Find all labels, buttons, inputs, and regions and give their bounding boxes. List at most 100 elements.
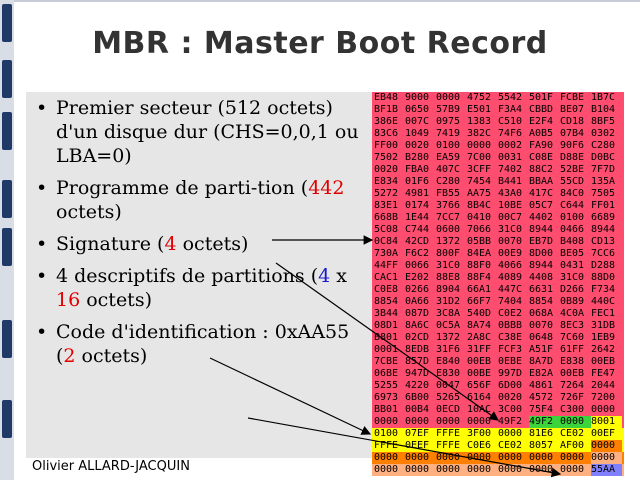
hex-word: 0000	[374, 452, 399, 463]
hex-word: 0031	[498, 152, 523, 163]
hex-word: 1383	[467, 116, 492, 127]
hex-word: 84EA	[467, 248, 492, 259]
hex-word: 31FF	[467, 344, 492, 355]
hex-word: 0266	[405, 284, 430, 295]
hex-word: 4402	[529, 212, 554, 223]
hex-word: 02CD	[405, 332, 430, 343]
hex-word: AF00	[560, 440, 585, 451]
hex-word: 83C6	[374, 128, 399, 139]
content-panel: • Premier secteur (512 octets) d'un disqu…	[26, 92, 372, 458]
hex-word: 0020	[374, 164, 399, 175]
hex-word: 8944	[529, 260, 554, 271]
hex-word: 0000	[436, 452, 461, 463]
hex-word: 4981	[405, 188, 430, 199]
hex-word: 7454	[467, 176, 492, 187]
left-bar-block	[2, 228, 12, 266]
hex-word: 5272	[374, 188, 399, 199]
hex-word: 0000	[374, 464, 399, 475]
hex-word: 0C5A	[436, 320, 461, 331]
hex-word: FE47	[591, 368, 616, 379]
hex-word: 087D	[405, 308, 430, 319]
hex-word: 1E44	[405, 212, 430, 223]
hex-word: 88F4	[467, 272, 492, 283]
bullet-text: Premier secteur (512 octets) d'un disque…	[56, 97, 359, 167]
hex-word: 0431	[560, 260, 585, 271]
bullet-dot: •	[36, 97, 48, 119]
hex-word: 7F7D	[591, 164, 616, 175]
hex-word: 31C0	[498, 224, 523, 235]
hex-word: EB48	[374, 92, 399, 103]
hex-word: 10AC	[467, 404, 492, 415]
hex-word: 7066	[467, 224, 492, 235]
hex-word: 05C7	[529, 200, 554, 211]
hex-word: 0100	[560, 212, 585, 223]
hex-word: 726F	[560, 392, 585, 403]
hex-word: 6164	[467, 392, 492, 403]
hex-word: FFFE	[374, 440, 399, 451]
hex-word: 3B44	[374, 308, 399, 319]
hex-word: 7404	[498, 296, 523, 307]
hex-word: 81E6	[529, 428, 554, 439]
left-bar-block	[2, 4, 12, 42]
hex-word: 4C0A	[560, 308, 585, 319]
hex-word: D266	[560, 284, 585, 295]
hex-word: 31F6	[436, 344, 461, 355]
hex-word: CAC1	[374, 272, 399, 283]
slide-title: MBR : Master Boot Record	[92, 26, 548, 61]
hex-word: CBBD	[529, 104, 554, 115]
hex-word: 0000	[498, 464, 523, 475]
hex-word: 05BB	[467, 236, 492, 247]
bullet-text: 2	[63, 345, 76, 367]
hex-word: 75F4	[529, 404, 554, 415]
hex-word: 0000	[560, 464, 585, 475]
hex-word: FFFE	[436, 440, 461, 451]
hex-word: 0000	[467, 452, 492, 463]
hex-word: 1372	[436, 236, 461, 247]
hex-word: 135A	[591, 176, 616, 187]
hex-word: B801	[374, 332, 399, 343]
hex-word: 8EDB	[405, 344, 430, 355]
hex-word: 7419	[436, 128, 461, 139]
hex-word: 0BBB	[498, 320, 523, 331]
hex-word: 7C00	[467, 152, 492, 163]
hex-word: 44FF	[374, 260, 399, 271]
hex-word: 7C60	[560, 332, 585, 343]
hex-word: 8944	[591, 224, 616, 235]
author-footer: Olivier ALLARD-JACQUIN	[32, 459, 190, 474]
hex-word: FEC1	[591, 308, 616, 319]
hex-word: 7502	[374, 152, 399, 163]
hex-word: 7CC7	[436, 212, 461, 223]
hex-word: 8904	[436, 284, 461, 295]
hex-word: 0000	[374, 416, 399, 427]
hex-word: 1372	[436, 332, 461, 343]
bullet-text: Signature (	[56, 233, 165, 255]
hex-word: 2A8C	[467, 332, 492, 343]
bullet-text: octets)	[80, 289, 152, 311]
hex-word: 1B7C	[591, 92, 616, 103]
hex-word: 0174	[405, 200, 430, 211]
hex-word: 8A7D	[529, 356, 554, 367]
hex-word: C0E2	[498, 308, 523, 319]
hex-word: 0002	[498, 140, 523, 151]
hex-word: FA90	[529, 140, 554, 151]
hex-word: 66F7	[467, 296, 492, 307]
hex-word: 0000	[405, 416, 430, 427]
hex-word: 8001	[591, 416, 622, 428]
bullet-item: •Programme de parti-tion (442 octets)	[32, 176, 366, 224]
hex-word: 88E8	[436, 272, 461, 283]
hex-word: EA59	[436, 152, 461, 163]
hex-word: C0E6	[467, 440, 492, 451]
hex-word: 6B00	[405, 392, 430, 403]
hex-word: 0000	[467, 464, 492, 475]
hex-word: 31C0	[560, 272, 585, 283]
hex-word: 0000	[591, 452, 622, 464]
